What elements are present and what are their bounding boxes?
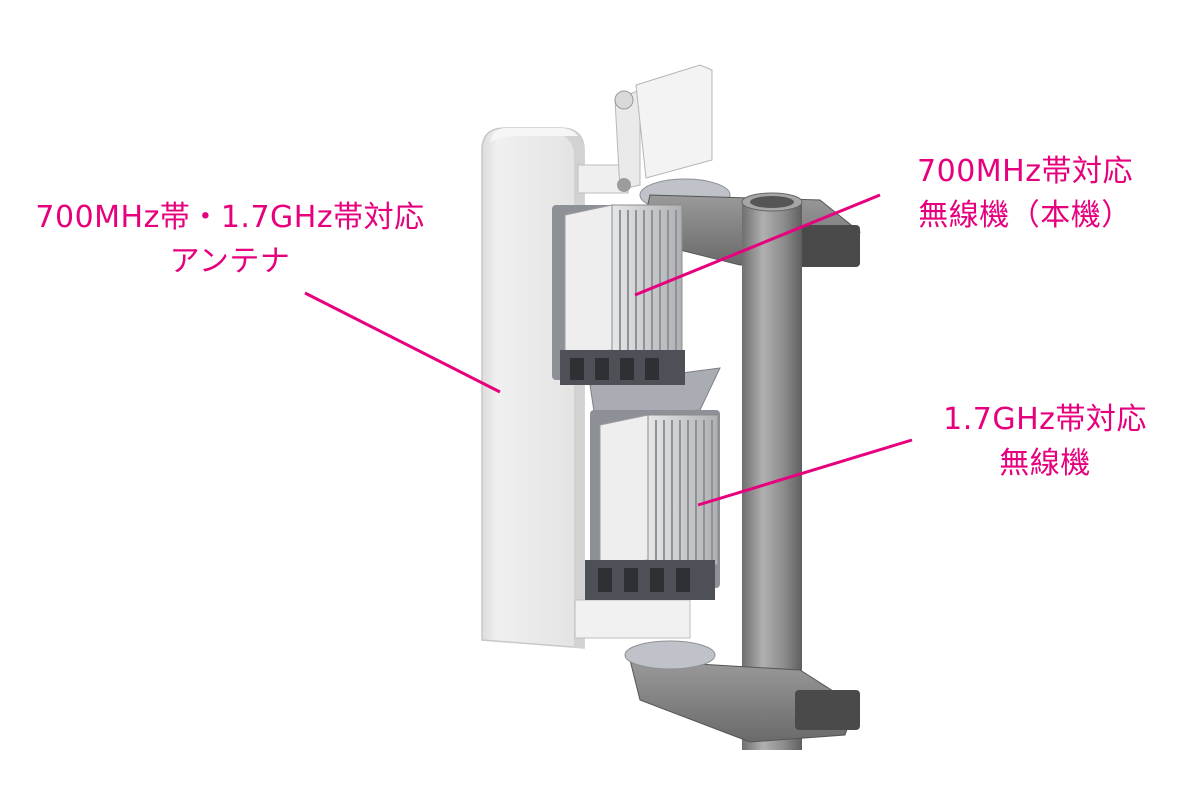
antenna-label-line2: アンテナ	[169, 244, 291, 279]
leader-line-1-7ghz	[697, 438, 913, 507]
radio-700mhz-label: 700MHz帯対応 無線機（本機）	[880, 150, 1170, 238]
radio-unit-700mhz	[552, 204, 685, 385]
radio-unit-1-7ghz	[585, 410, 720, 600]
radio-1-7ghz-label-line1: 1.7GHz帯対応	[943, 402, 1147, 437]
radio-700mhz-label-line2: 無線機（本機）	[918, 198, 1132, 233]
radio-700mhz-label-line1: 700MHz帯対応	[917, 154, 1133, 189]
leader-line-antenna	[304, 291, 501, 394]
lower-pole-arm	[574, 599, 860, 743]
top-mount-bracket	[577, 64, 731, 212]
radio-1-7ghz-label: 1.7GHz帯対応 無線機	[920, 398, 1170, 486]
radio-1-7ghz-label-line2: 無線機	[999, 446, 1091, 481]
leader-line-700mhz	[634, 193, 881, 297]
antenna-label-line1: 700MHz帯・1.7GHz帯対応	[35, 200, 425, 235]
mounting-pole	[741, 192, 803, 750]
antenna-label: 700MHz帯・1.7GHz帯対応 アンテナ	[20, 196, 440, 284]
